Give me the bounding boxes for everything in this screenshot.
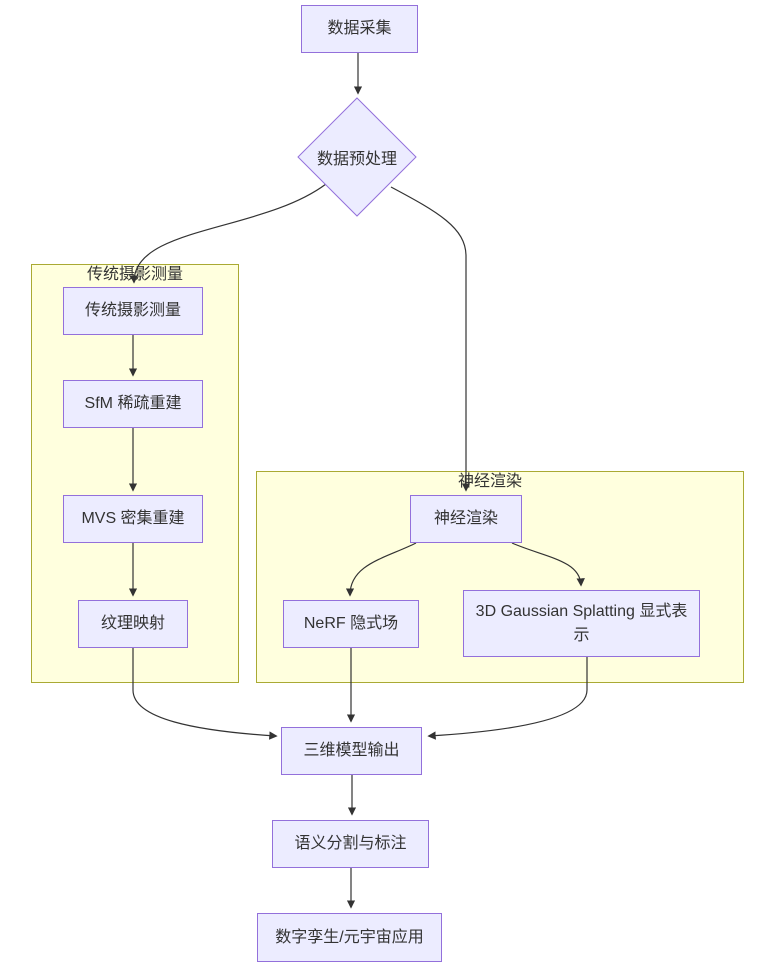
node-3d-gaussian-splatting: 3D Gaussian Splatting 显式表示 (463, 590, 700, 657)
node-preprocessing-label: 数据预处理 (316, 151, 397, 168)
node-preprocessing-diamond-shape (297, 97, 417, 217)
edge-preprocessing-to-neural-rendering (390, 186, 471, 492)
node-nerf-implicit-field: NeRF 隐式场 (283, 600, 419, 648)
edge-neural-to-nerf (345, 542, 417, 597)
edge-gaussian-to-model-output (427, 657, 588, 740)
node-digital-twin-application: 数字孪生/元宇宙应用 (257, 913, 442, 962)
node-sfm-sparse-reconstruction: SfM 稀疏重建 (63, 380, 203, 428)
edge-preprocessing-to-trad-photogrammetry (129, 183, 327, 284)
node-data-collection: 数据采集 (301, 5, 418, 53)
node-semantic-segmentation: 语义分割与标注 (272, 820, 429, 868)
node-traditional-photogrammetry: 传统摄影测量 (63, 287, 203, 335)
subgraph-title-traditional-photogrammetry: 传统摄影测量 (86, 266, 183, 283)
subgraph-title-neural-rendering: 神经渲染 (457, 473, 522, 490)
node-texture-mapping: 纹理映射 (78, 600, 188, 648)
node-mvs-dense-reconstruction: MVS 密集重建 (63, 495, 203, 543)
node-3d-model-output: 三维模型输出 (281, 727, 422, 775)
edge-texture-to-model-output (132, 648, 278, 740)
edge-neural-to-gaussian (511, 542, 585, 587)
node-neural-rendering: 神经渲染 (410, 495, 522, 543)
